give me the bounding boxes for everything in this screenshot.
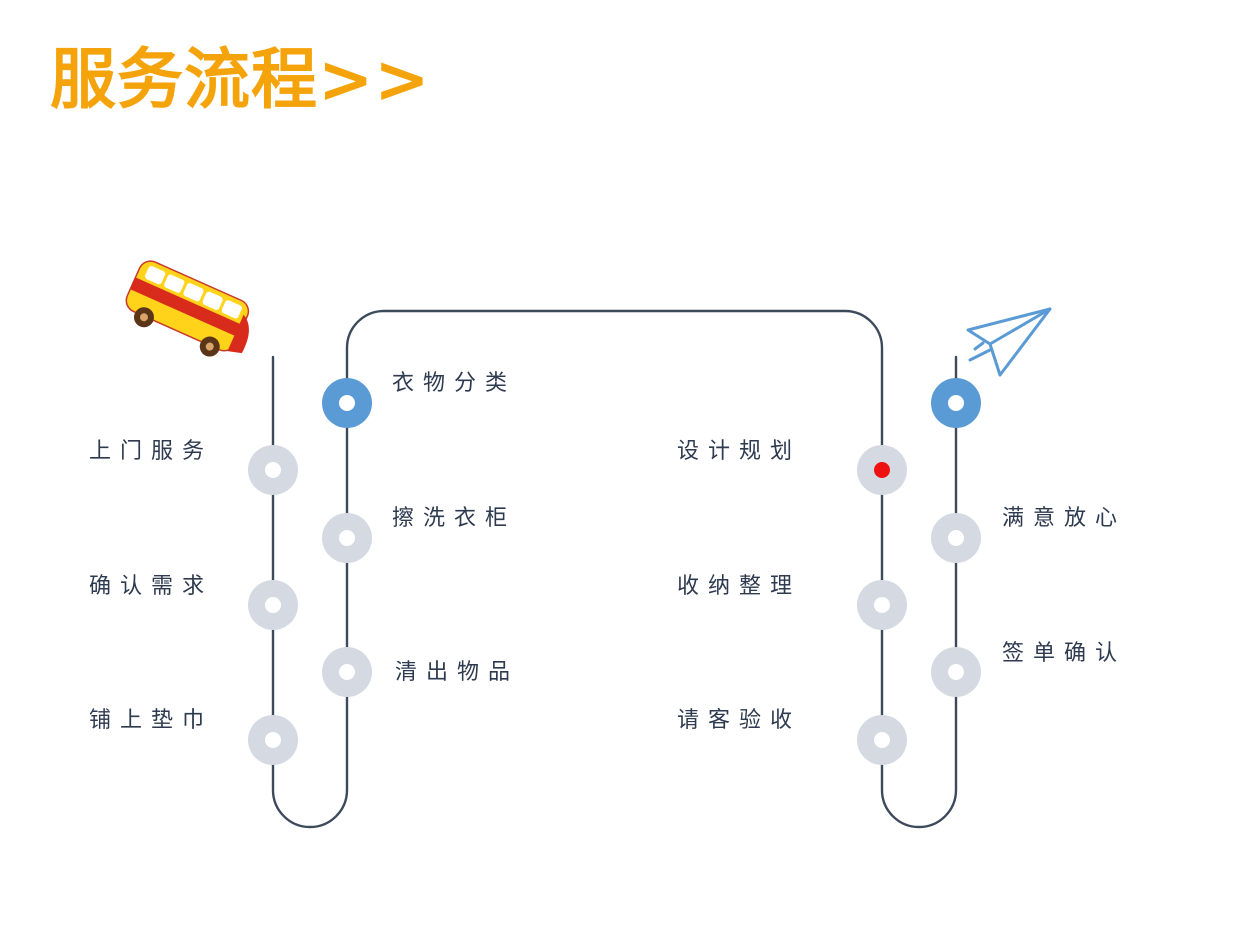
step-node	[322, 513, 372, 563]
step-node	[248, 445, 298, 495]
step-node	[248, 715, 298, 765]
school-bus-icon	[125, 260, 250, 357]
step-label-8: 收纳整理	[677, 574, 802, 599]
step-node	[931, 513, 981, 563]
step-label-4: 衣物分类	[392, 371, 517, 396]
process-track	[271, 309, 958, 829]
step-node-active	[857, 445, 907, 495]
step-label-1: 上门服务	[89, 439, 214, 464]
step-node-highlight	[322, 378, 372, 428]
page-title: 服务流程>>	[50, 41, 431, 118]
paper-plane-icon	[966, 307, 1052, 377]
step-node	[857, 580, 907, 630]
step-node	[931, 647, 981, 697]
step-node	[857, 715, 907, 765]
step-label-9: 请客验收	[677, 708, 802, 733]
step-label-11: 签单确认	[1002, 641, 1127, 666]
step-label-7: 设计规划	[677, 439, 802, 464]
step-node	[248, 580, 298, 630]
step-label-6: 清出物品	[395, 660, 520, 685]
step-label-3: 铺上垫巾	[89, 708, 214, 733]
step-label-2: 确认需求	[89, 574, 214, 599]
step-label-5: 擦洗衣柜	[392, 506, 517, 531]
step-label-10: 满意放心	[1002, 506, 1127, 531]
step-node-highlight	[931, 378, 981, 428]
step-node	[322, 647, 372, 697]
